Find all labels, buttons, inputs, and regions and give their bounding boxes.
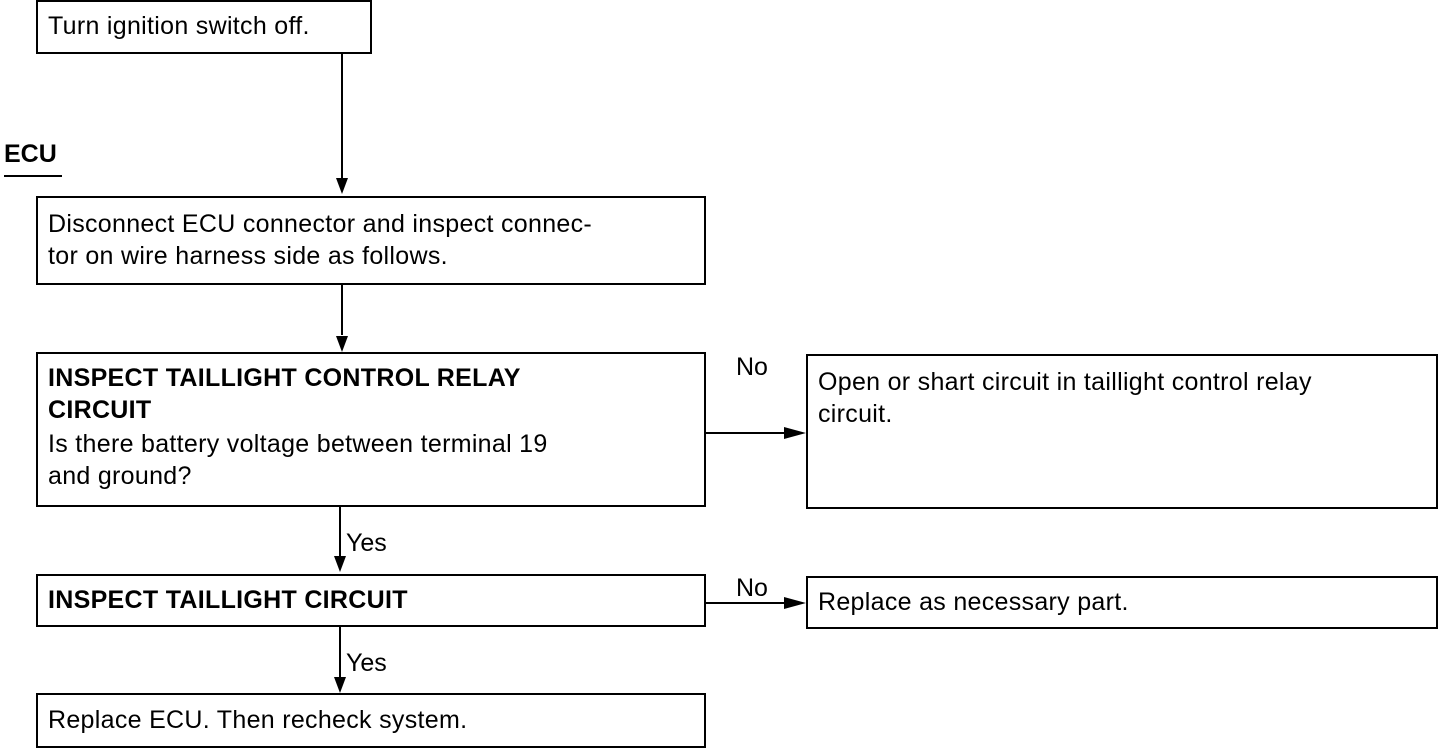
branch-label-yes-2: Yes	[346, 649, 387, 677]
step-inspect-relay-question-line2: and ground?	[48, 462, 192, 490]
section-label-underline	[4, 175, 62, 177]
branch-label-no-2: No	[736, 574, 768, 602]
step-disconnect-ecu-line2: tor on wire harness side as follows.	[48, 242, 448, 270]
connector-taillight-no	[706, 602, 786, 604]
step-inspect-taillight-circuit: INSPECT TAILLIGHT CIRCUIT	[36, 574, 706, 627]
result-replace-part: Replace as necessary part.	[806, 576, 1438, 629]
section-label-ecu: ECU	[4, 140, 57, 168]
connector-relay-yes	[339, 507, 341, 557]
arrowhead-taillight-no	[784, 597, 806, 609]
step-replace-ecu-text: Replace ECU. Then recheck system.	[48, 706, 468, 734]
branch-label-yes-1: Yes	[346, 529, 387, 557]
result-open-short-circuit-line1: Open or shart circuit in taillight contr…	[818, 368, 1312, 396]
connector-2-3	[341, 285, 343, 335]
connector-1-2	[341, 54, 343, 180]
result-replace-part-text: Replace as necessary part.	[818, 588, 1129, 616]
step-disconnect-ecu-line1: Disconnect ECU connector and inspect con…	[48, 210, 593, 238]
arrowhead-1-2	[336, 178, 348, 194]
step-turn-ignition-off-text: Turn ignition switch off.	[48, 12, 310, 40]
step-inspect-relay-question-line1: Is there battery voltage between termina…	[48, 430, 548, 458]
connector-relay-no	[706, 432, 786, 434]
step-inspect-relay-title-line2: CIRCUIT	[48, 396, 152, 424]
connector-taillight-yes	[339, 627, 341, 677]
step-replace-ecu: Replace ECU. Then recheck system.	[36, 693, 706, 748]
result-open-short-circuit: Open or shart circuit in taillight contr…	[806, 354, 1438, 509]
result-open-short-circuit-line2: circuit.	[818, 400, 893, 428]
step-inspect-relay-circuit: INSPECT TAILLIGHT CONTROL RELAY CIRCUIT …	[36, 352, 706, 507]
branch-label-no-1: No	[736, 353, 768, 381]
arrowhead-taillight-yes	[334, 677, 346, 693]
arrowhead-relay-no	[784, 427, 806, 439]
step-disconnect-ecu: Disconnect ECU connector and inspect con…	[36, 196, 706, 285]
step-inspect-relay-title-line1: INSPECT TAILLIGHT CONTROL RELAY	[48, 364, 521, 392]
step-turn-ignition-off: Turn ignition switch off.	[36, 0, 372, 54]
arrowhead-relay-yes	[334, 556, 346, 572]
step-inspect-taillight-title: INSPECT TAILLIGHT CIRCUIT	[48, 586, 408, 614]
arrowhead-2-3	[336, 336, 348, 352]
